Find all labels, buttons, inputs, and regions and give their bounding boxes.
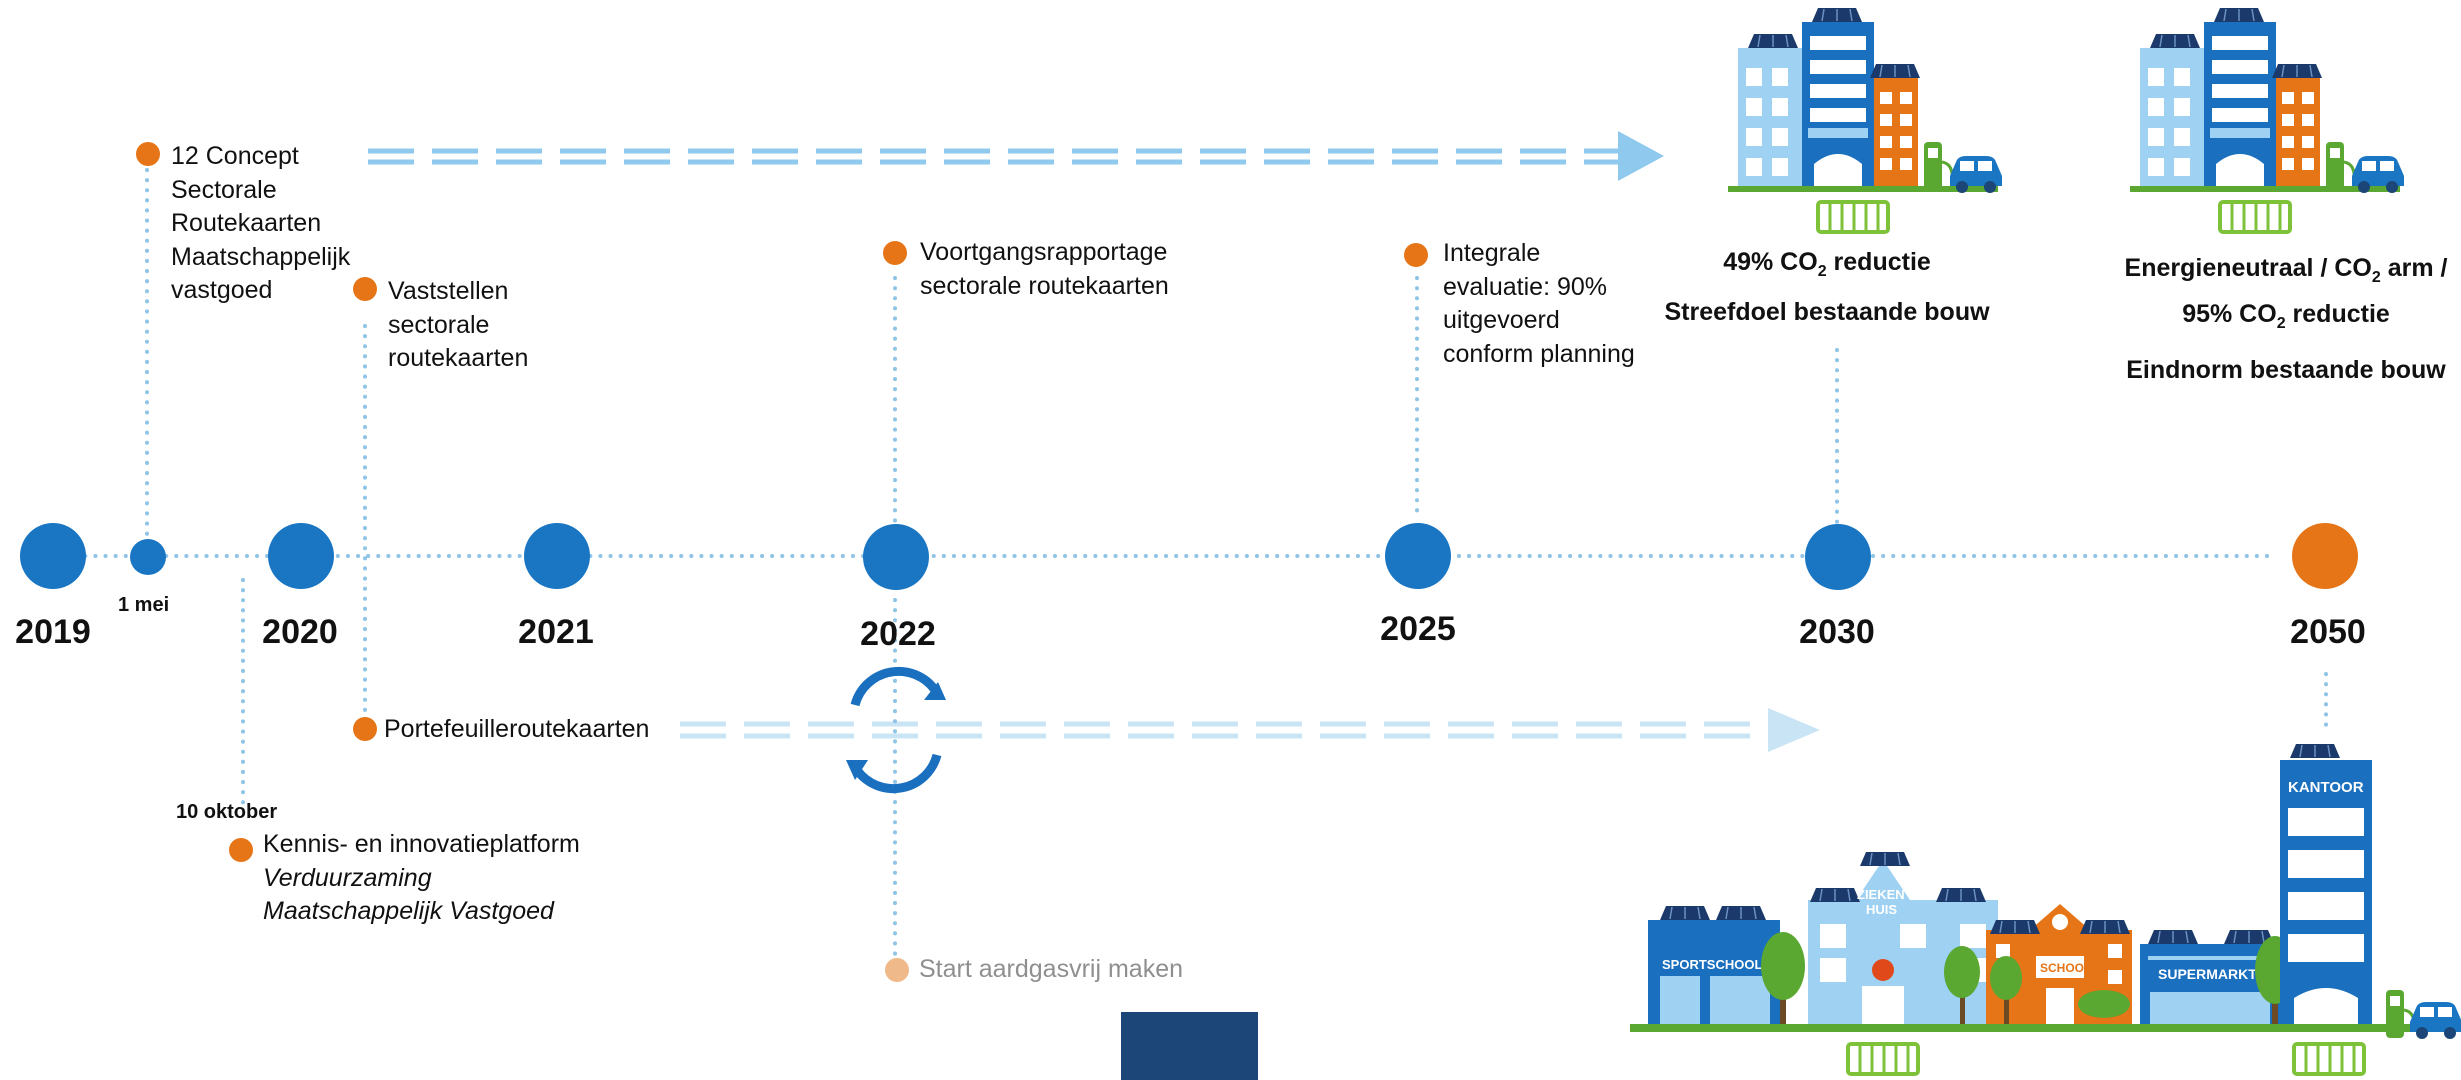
event-kennis: Kennis- en innovatieplatform Verduurzami…	[263, 828, 580, 929]
event-kennis-line: Kennis- en innovatieplatform	[263, 830, 580, 858]
year-marker-2030	[1805, 524, 1871, 590]
target-2050-line1: Energieneutraal / CO2 arm /	[2124, 254, 2448, 286]
event-voortgang-line: Voortgangsrapportage	[920, 238, 1168, 266]
year-label-2050: 2050	[2290, 613, 2366, 651]
year-marker-2021	[524, 523, 590, 589]
target-2030-line1: 49% CO2 reductie	[1723, 248, 1931, 280]
event-portefeuille-line: Portefeuilleroutekaarten	[384, 715, 650, 743]
label-supermarkt: SUPERMARKT	[2158, 966, 2257, 982]
year-marker-2020	[268, 523, 334, 589]
event-bullet-concept	[136, 142, 160, 166]
event-vaststellen: Vaststellen sectorale routekaarten	[388, 275, 528, 376]
event-bullet-voortgang	[883, 241, 907, 265]
event-vaststellen-line: sectorale	[388, 310, 490, 339]
progress-arrow-bottom	[680, 708, 1820, 752]
event-concept-line: vastgoed	[171, 276, 273, 304]
label-school: SCHOOL	[2040, 961, 2091, 975]
event-bullet-kennis	[229, 838, 253, 862]
event-voortgang-line: sectorale routekaarten	[920, 271, 1169, 300]
event-concept-line: Maatschappelijk	[171, 242, 351, 271]
date-marker-1-mei	[130, 539, 166, 575]
label-sportschool: SPORTSCHOOL	[1662, 957, 1762, 972]
event-integrale-line: Integrale	[1443, 239, 1541, 267]
year-marker-2022	[863, 524, 929, 590]
buildings-2050-icon	[2130, 8, 2404, 232]
event-integrale-line: evaluatie: 90%	[1443, 272, 1608, 301]
year-label-2021: 2021	[518, 613, 594, 651]
event-vaststellen-line: routekaarten	[388, 344, 529, 372]
target-2050-line2: 95% CO2 reductie	[2182, 300, 2390, 332]
label-huis: HUIS	[1866, 902, 1897, 917]
target-2030: 49% CO2 reductie Streefdoel bestaande bo…	[1617, 242, 2037, 332]
progress-arrow-top	[368, 131, 1664, 181]
town-illustration: SPORTSCHOOL ZIEKEN HUIS SCHOOL	[1630, 743, 2461, 1076]
event-concept-line: Routekaarten	[171, 209, 322, 237]
date-label-1-mei: 1 mei	[118, 594, 170, 616]
event-concept-line: 12 Concept	[171, 142, 299, 170]
event-vaststellen-line: Vaststellen	[388, 277, 509, 305]
event-start-line: Start aardgasvrij maken	[919, 955, 1184, 983]
buildings-2030-icon	[1728, 8, 2002, 232]
year-label-2022: 2022	[860, 615, 936, 653]
event-bullet-integrale	[1404, 243, 1428, 267]
year-marker-2025	[1385, 523, 1451, 589]
date-label-10-oktober: 10 oktober	[176, 801, 278, 823]
event-integrale-line: conform planning	[1443, 339, 1635, 368]
event-integrale: Integrale evaluatie: 90% uitgevoerd conf…	[1443, 237, 1635, 371]
target-2050: Energieneutraal / CO2 arm / 95% CO2 redu…	[2086, 250, 2461, 388]
year-label-2025: 2025	[1380, 610, 1456, 648]
event-bullet-vaststellen	[353, 277, 377, 301]
event-concept-line: Sectorale	[171, 175, 277, 204]
cycle-arrowhead-bottom	[846, 760, 868, 780]
event-bullet-portefeuille	[353, 717, 377, 741]
event-integrale-line: uitgevoerd	[1443, 306, 1560, 334]
event-start-aardgasvrij: Start aardgasvrij maken	[919, 953, 1183, 987]
cycle-arrows-icon	[850, 666, 942, 794]
timeline-dotted-lines	[53, 168, 2328, 962]
target-2030-line2: Streefdoel bestaande bouw	[1664, 298, 1990, 326]
label-zieken: ZIEKEN	[1857, 887, 1905, 902]
navy-block	[1121, 1012, 1258, 1080]
year-label-2030: 2030	[1799, 613, 1875, 651]
event-concept: 12 Concept Sectorale Routekaarten Maatsc…	[171, 140, 350, 308]
cycle-arrowhead-top	[924, 682, 946, 700]
event-kennis-line: Maatschappelijk Vastgoed	[263, 897, 554, 925]
year-marker-2050	[2292, 523, 2358, 589]
event-voortgang: Voortgangsrapportage sectorale routekaar…	[920, 236, 1169, 303]
year-label-2019: 2019	[15, 613, 91, 651]
event-portefeuille: Portefeuilleroutekaarten	[384, 713, 649, 747]
year-marker-2019	[20, 523, 86, 589]
target-2050-line3: Eindnorm bestaande bouw	[2126, 356, 2446, 384]
event-kennis-line: Verduurzaming	[263, 863, 432, 892]
label-kantoor: KANTOOR	[2288, 779, 2364, 796]
year-label-2020: 2020	[262, 613, 338, 651]
event-bullet-start	[885, 958, 909, 982]
